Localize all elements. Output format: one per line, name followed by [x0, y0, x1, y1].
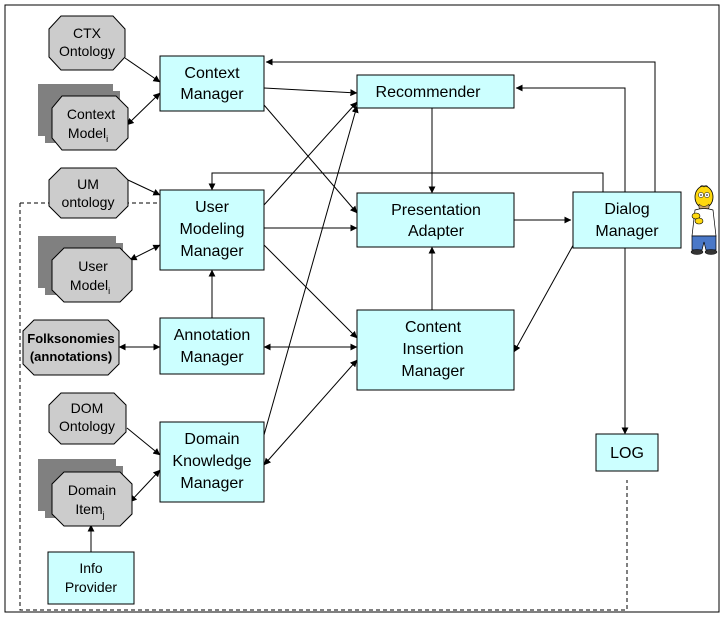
um-ontology-line1: UM — [77, 176, 99, 192]
info-provider-line1: Info — [79, 560, 103, 576]
um-ontology-line2: ontology — [62, 194, 115, 210]
context-manager-line1: Context — [184, 65, 240, 82]
annotation-manager-box: Annotation Manager — [159, 317, 265, 375]
um-ontology-store: UM ontology — [48, 167, 129, 219]
ctx-ontology-line1: CTX — [73, 25, 102, 41]
ctx-ontology-line2: Ontology — [59, 43, 115, 59]
context-model-line1: Context — [67, 106, 115, 122]
context-model-line2: Modeli — [68, 125, 108, 144]
user-model-line1: User — [78, 258, 108, 274]
domain-item-line1: Domain — [68, 482, 116, 498]
info-provider-box: Info Provider — [47, 551, 135, 605]
presentation-adapter-line1: Presentation — [391, 202, 481, 219]
folksonomies-store: Folksonomies (annotations) — [22, 319, 120, 376]
presentation-adapter-line2: Adapter — [408, 223, 465, 240]
dialog-manager-line1: Dialog — [604, 201, 649, 218]
edges — [87, 57, 656, 552]
context-manager-box: Context Manager — [159, 55, 265, 112]
annotation-manager-line2: Manager — [180, 349, 244, 366]
recommender-label: Recommender — [376, 84, 482, 101]
dashed-boundary — [19, 203, 628, 611]
context-manager-line2: Manager — [180, 86, 244, 103]
ctx-ontology-store: CTX Ontology — [48, 15, 126, 71]
dkm-line1: Domain — [184, 431, 239, 448]
dom-ontology-line1: DOM — [71, 400, 104, 416]
annotation-manager-line1: Annotation — [174, 327, 251, 344]
domain-item-store: Domain Itemj — [38, 459, 133, 527]
dialog-manager-line2: Manager — [595, 223, 659, 240]
dialog-manager-box: Dialog Manager — [572, 191, 682, 249]
presentation-adapter-box: Presentation Adapter — [356, 192, 515, 248]
user-model-line2: Modeli — [70, 277, 110, 296]
info-provider-line2: Provider — [65, 579, 117, 595]
domain-item-line2: Itemj — [75, 501, 104, 520]
log-box: LOG — [595, 433, 659, 472]
umm-line1: User — [195, 199, 229, 216]
dom-ontology-store: DOM Ontology — [48, 392, 127, 445]
cim-line3: Manager — [401, 363, 465, 380]
homer-figure-icon — [690, 185, 718, 255]
log-label: LOG — [610, 445, 644, 462]
dom-ontology-line2: Ontology — [59, 418, 115, 434]
context-model-store: Context Modeli — [38, 84, 129, 151]
domain-knowledge-manager-box: Domain Knowledge Manager — [159, 421, 265, 503]
outer-frame — [4, 4, 720, 613]
umm-line3: Manager — [180, 243, 244, 260]
dkm-line2: Knowledge — [172, 453, 251, 470]
umm-line2: Modeling — [180, 221, 245, 238]
user-modeling-manager-box: User Modeling Manager — [159, 189, 265, 271]
user-model-store: User Modeli — [38, 236, 133, 303]
folksonomies-line2: (annotations) — [30, 349, 112, 364]
cim-line2: Insertion — [402, 341, 463, 358]
cim-line1: Content — [405, 319, 462, 336]
recommender-box: Recommender — [356, 74, 515, 109]
folksonomies-line1: Folksonomies — [27, 331, 114, 346]
dkm-line3: Manager — [180, 475, 244, 492]
content-insertion-manager-box: Content Insertion Manager — [356, 309, 515, 391]
